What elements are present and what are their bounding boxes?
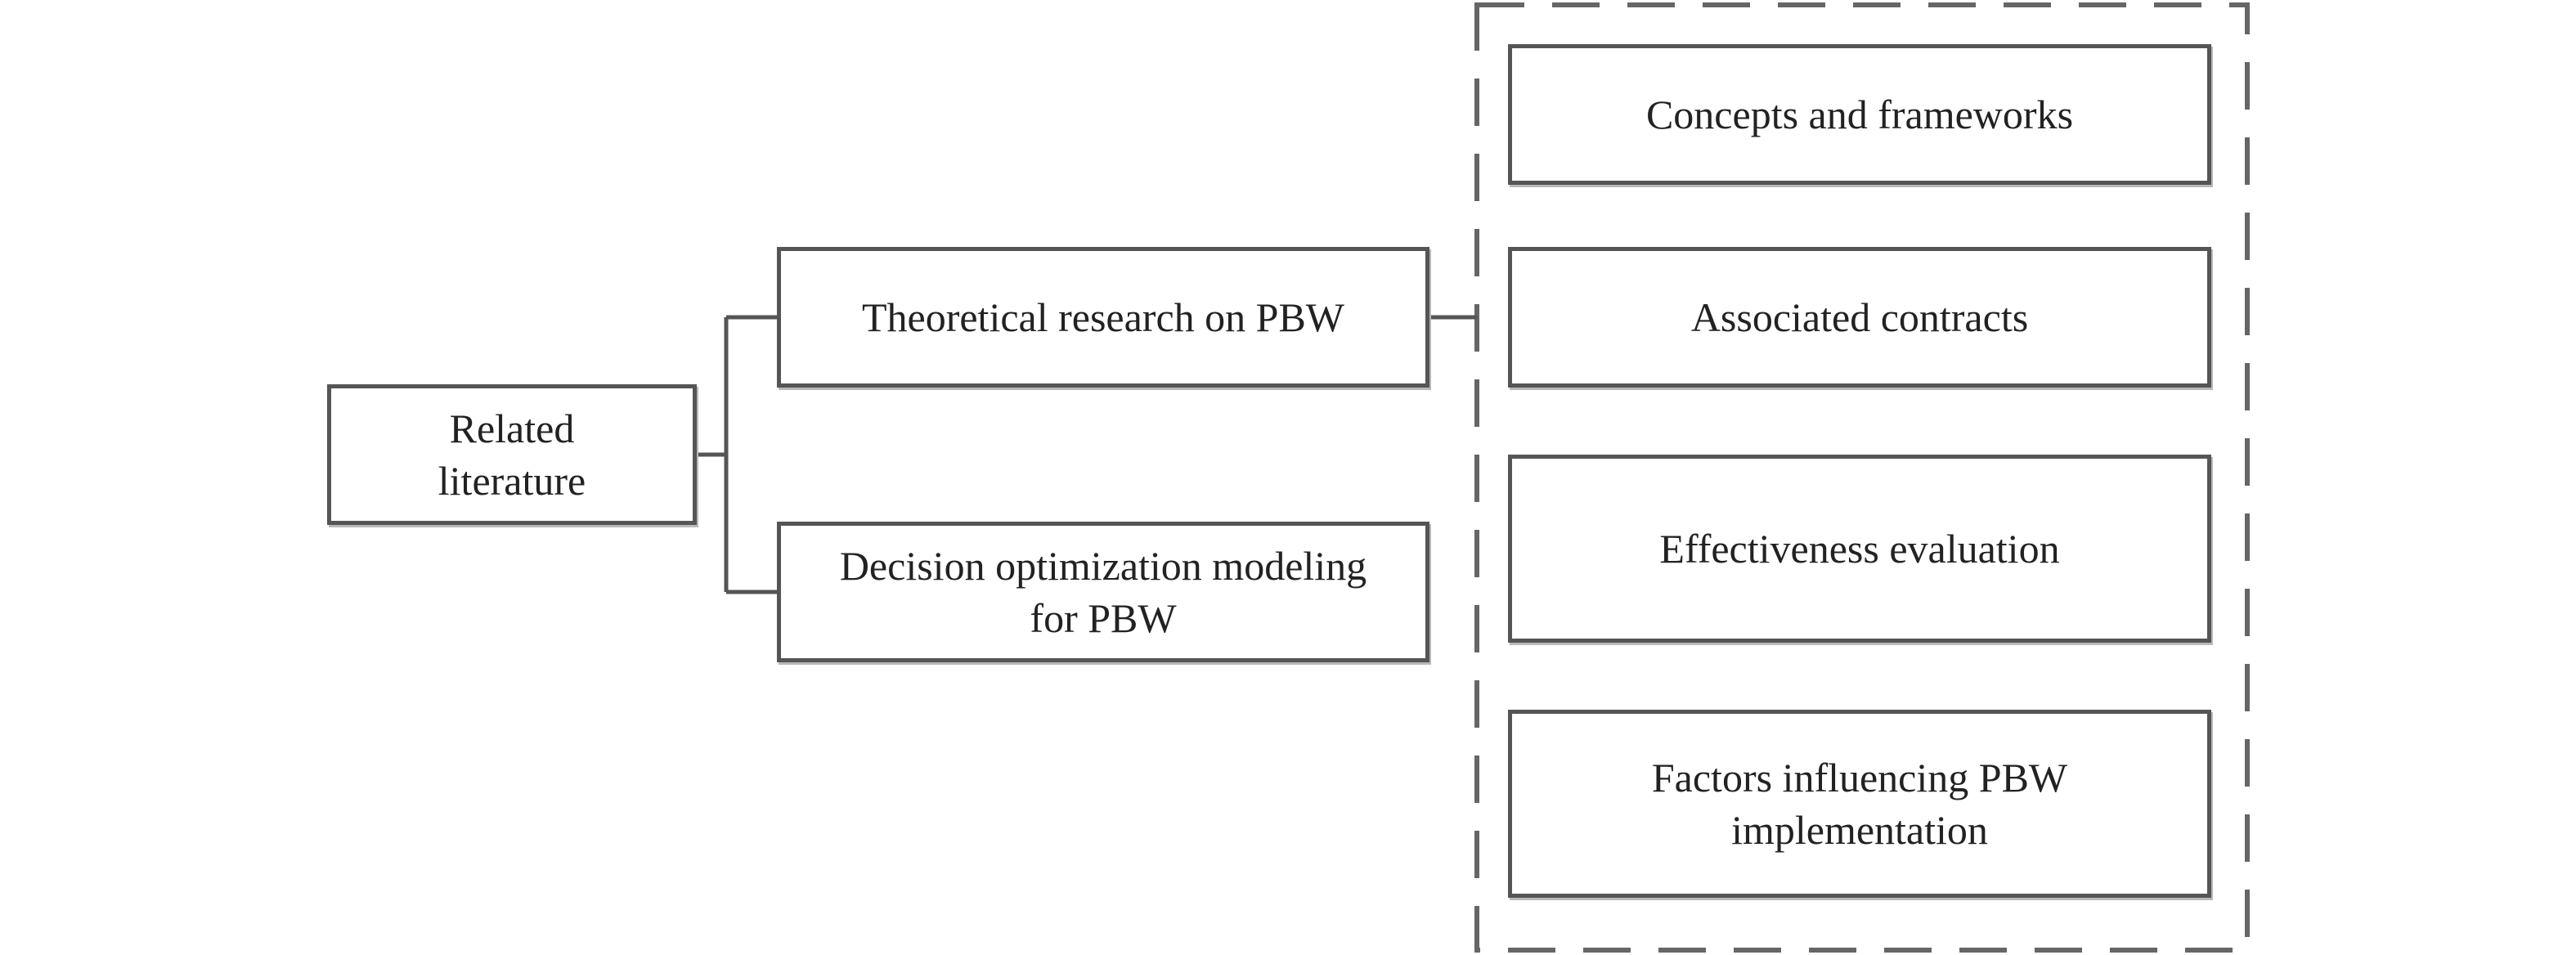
node-label: Concepts and frameworks xyxy=(1645,92,2074,137)
node-label: Effectiveness evaluation xyxy=(1659,526,2060,572)
node-label: Theoretical research on PBW xyxy=(861,294,1344,340)
node-factors-influencing: Factors influencing PBW implementation xyxy=(1508,710,2211,898)
node-label: Associated contracts xyxy=(1690,294,2029,340)
node-label: Decision optimization modeling for PBW xyxy=(839,543,1367,641)
node-related-literature: Related literature xyxy=(327,384,697,525)
node-label: Factors influencing PBW implementation xyxy=(1651,755,2068,853)
dashed-group-frame xyxy=(1474,2,2250,953)
node-concepts-frameworks: Concepts and frameworks xyxy=(1508,44,2211,185)
node-label: Related literature xyxy=(438,406,586,504)
node-associated-contracts: Associated contracts xyxy=(1508,247,2211,388)
node-effectiveness-evaluation: Effectiveness evaluation xyxy=(1508,455,2211,643)
node-theoretical-research: Theoretical research on PBW xyxy=(777,247,1429,388)
node-decision-optimization: Decision optimization modeling for PBW xyxy=(777,522,1429,662)
